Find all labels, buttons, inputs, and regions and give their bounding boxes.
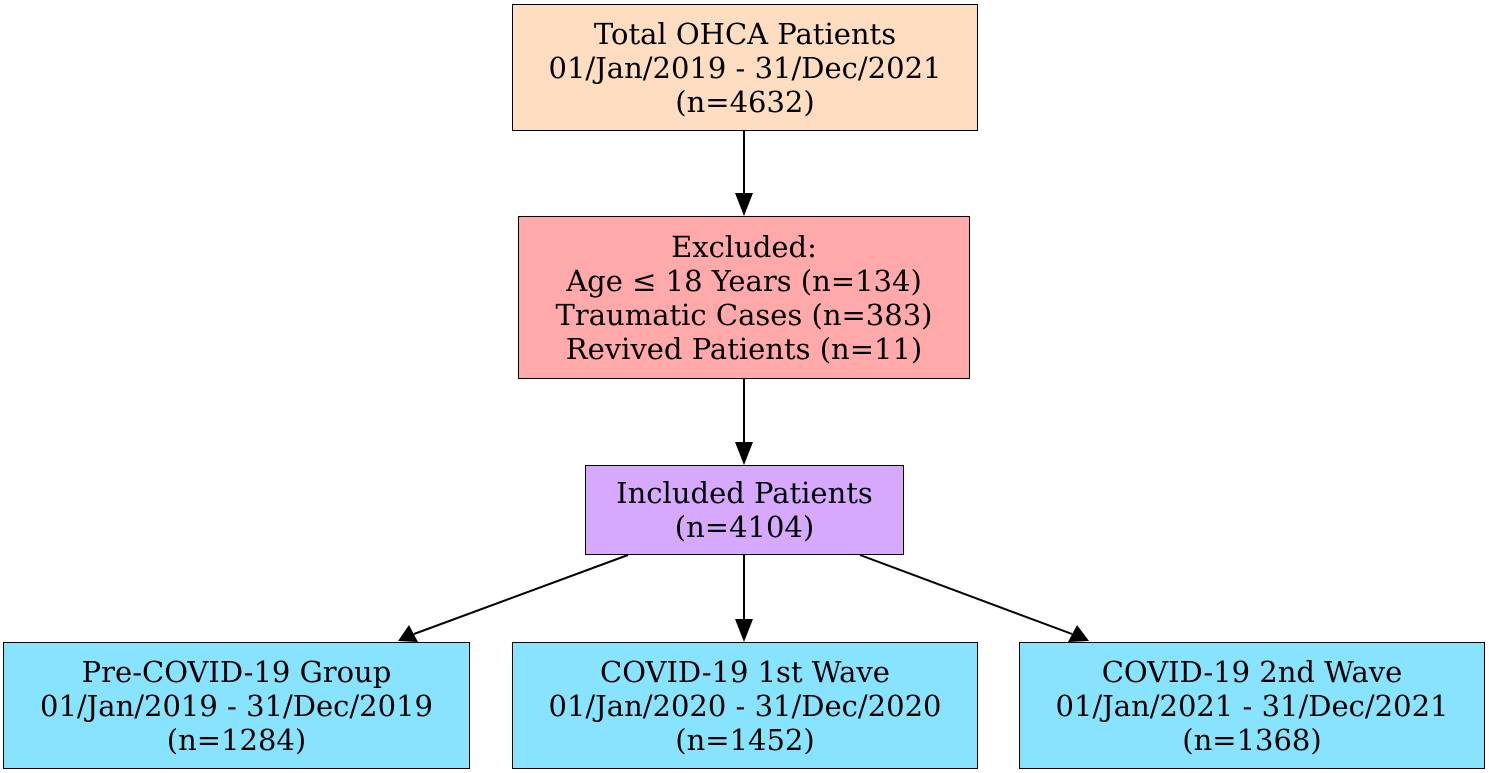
pre-covid-title: Pre-COVID-19 Group bbox=[81, 654, 392, 689]
included-title: Included Patients bbox=[616, 476, 873, 510]
covid-second-wave-box: COVID-19 2nd Wave 01/Jan/2021 - 31/Dec/2… bbox=[1019, 642, 1485, 769]
covid-first-wave-box: COVID-19 1st Wave 01/Jan/2020 - 31/Dec/2… bbox=[512, 642, 978, 769]
excluded-traumatic: Traumatic Cases (n=383) bbox=[555, 297, 933, 332]
excluded-title: Excluded: bbox=[671, 229, 817, 264]
pre-covid-date-range: 01/Jan/2019 - 31/Dec/2019 bbox=[40, 688, 433, 723]
wave1-count: (n=1452) bbox=[675, 722, 815, 757]
pre-covid-count: (n=1284) bbox=[166, 722, 307, 757]
excluded-revived: Revived Patients (n=11) bbox=[565, 331, 923, 366]
arrow-included-to-wave2 bbox=[859, 554, 1089, 642]
included-patients-box: Included Patients (n=4104) bbox=[585, 465, 904, 555]
excluded-age: Age ≤ 18 Years (n=134) bbox=[566, 263, 922, 298]
wave2-date-range: 01/Jan/2021 - 31/Dec/2021 bbox=[1055, 688, 1449, 723]
included-count: (n=4104) bbox=[674, 510, 815, 544]
total-ohca-patients-box: Total OHCA Patients 01/Jan/2019 - 31/Dec… bbox=[512, 4, 978, 131]
wave2-title: COVID-19 2nd Wave bbox=[1101, 654, 1403, 689]
arrow-excluded-to-included bbox=[735, 379, 753, 465]
total-title: Total OHCA Patients bbox=[593, 16, 897, 51]
wave1-date-range: 01/Jan/2020 - 31/Dec/2020 bbox=[548, 688, 942, 723]
wave1-title: COVID-19 1st Wave bbox=[600, 654, 890, 689]
wave2-count: (n=1368) bbox=[1182, 722, 1322, 757]
excluded-box: Excluded: Age ≤ 18 Years (n=134) Traumat… bbox=[518, 216, 970, 379]
arrow-included-to-wave1 bbox=[735, 555, 753, 642]
total-date-range: 01/Jan/2019 - 31/Dec/2021 bbox=[548, 50, 942, 85]
arrow-total-to-excluded bbox=[735, 131, 753, 216]
arrow-included-to-pre-covid bbox=[398, 554, 629, 642]
pre-covid-group-box: Pre-COVID-19 Group 01/Jan/2019 - 31/Dec/… bbox=[3, 642, 470, 769]
total-count: (n=4632) bbox=[675, 84, 815, 119]
